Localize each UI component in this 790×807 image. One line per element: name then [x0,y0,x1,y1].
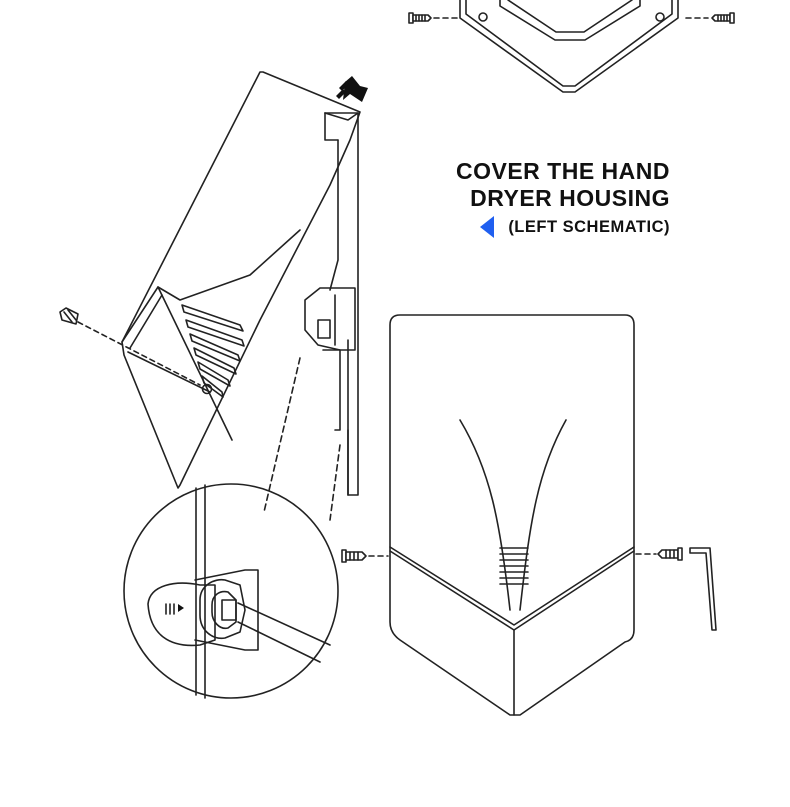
tilted-dryer-cover [122,72,360,488]
left-triangle-icon [480,216,495,238]
top-right-screw-icon [686,13,734,23]
caption-title-line2: DRYER HOUSING [470,185,670,211]
caption-subtitle-row: (LEFT SCHEMATIC) [456,216,670,238]
top-mounting-plate [460,0,678,92]
hex-key-icon [690,548,716,630]
leader-line [330,445,340,520]
magnified-detail [124,484,338,698]
housing-left-screw-icon [342,550,388,562]
diagram-caption: COVER THE HAND DRYER HOUSING (LEFT SCHEM… [456,158,670,238]
side-mounting-plate [305,113,358,495]
leader-line [264,358,300,512]
top-left-screw-icon [409,13,458,23]
caption-title-line1: COVER THE HAND [455,158,670,184]
caption-subtitle: (LEFT SCHEMATIC) [508,218,670,236]
dryer-front-view [390,315,634,715]
push-down-arrow-icon [336,76,368,102]
housing-right-screw-icon [636,548,682,560]
side-screw-icon [60,308,200,385]
